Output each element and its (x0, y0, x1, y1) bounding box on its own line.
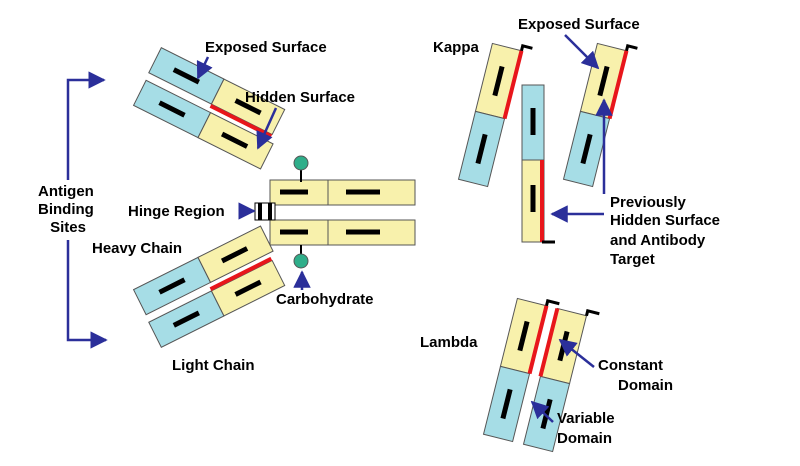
kappa-right-bar (580, 133, 593, 165)
antigen-sites-upper-arrow (66, 71, 106, 180)
lambda-label: Lambda (420, 334, 478, 351)
kappa-left-chain (457, 42, 533, 188)
kappa-left-hidden-edge (502, 50, 524, 120)
kappa-right-chain (562, 42, 638, 188)
lower-light-variable-bar (172, 310, 200, 328)
lambda-right-tail (585, 309, 600, 317)
upper-fab-arm (132, 47, 286, 170)
exposed-surface-right-label: Exposed Surface (518, 16, 640, 33)
kappa-right-bar (597, 65, 610, 97)
lower-fab-arm (132, 225, 286, 348)
variable-domain-label: Variable Domain (557, 410, 619, 447)
upper-heavy-variable-bar (158, 100, 186, 118)
lambda-left-chain (482, 297, 560, 443)
carbohydrate-bottom (293, 253, 309, 269)
kappa-left-bar (475, 133, 488, 165)
kappa-right-tail (625, 44, 638, 52)
exposed-surface-right-arrow (564, 34, 600, 70)
variable-domain-arrow (530, 400, 554, 423)
arrows (66, 34, 613, 423)
constant-domain-label: Constant Domain (598, 357, 673, 394)
exposed-surface-label: Exposed Surface (205, 39, 327, 56)
antigen-binding-sites-label: Antigen Binding Sites (38, 183, 98, 236)
lambda-left-tail (545, 299, 560, 307)
kappa-label: Kappa (433, 39, 480, 56)
heavy-chain-label: Heavy Chain (92, 240, 182, 257)
lambda-left-bar (517, 320, 530, 352)
lambda-left-hidden-edge (527, 305, 549, 375)
hidden-surface-label: Hidden Surface (245, 89, 355, 106)
upper-light-constant-bar (234, 98, 262, 116)
fc-region (254, 155, 416, 269)
carbohydrate-top (293, 155, 309, 171)
lambda-right-hidden-edge (538, 307, 560, 377)
lower-light-constant-bar (234, 279, 262, 297)
kappa-left-bar (492, 65, 505, 97)
hidden-surface-arrow (256, 107, 278, 150)
upper-heavy-constant-bar (220, 131, 249, 149)
lambda-left-bar (500, 388, 513, 420)
kappa-middle-chain (521, 84, 555, 244)
lower-heavy-variable-bar (158, 277, 186, 295)
antigen-sites-lower-arrow (66, 240, 108, 349)
upper-light-variable-bar (172, 67, 200, 85)
lower-hidden-surface-edge (209, 256, 273, 291)
light-chain-label: Light Chain (172, 357, 255, 374)
hinge-region-label: Hinge Region (128, 203, 225, 220)
exposed-surface-left-arrow (196, 56, 213, 80)
kappa-left-tail (520, 44, 533, 52)
constant-domain-arrow (558, 338, 595, 368)
previously-hidden-label: Previously Hidden Surface and Antibody T… (610, 194, 724, 268)
carbohydrate-label: Carbohydrate (276, 291, 374, 308)
lower-heavy-constant-bar (220, 246, 249, 264)
